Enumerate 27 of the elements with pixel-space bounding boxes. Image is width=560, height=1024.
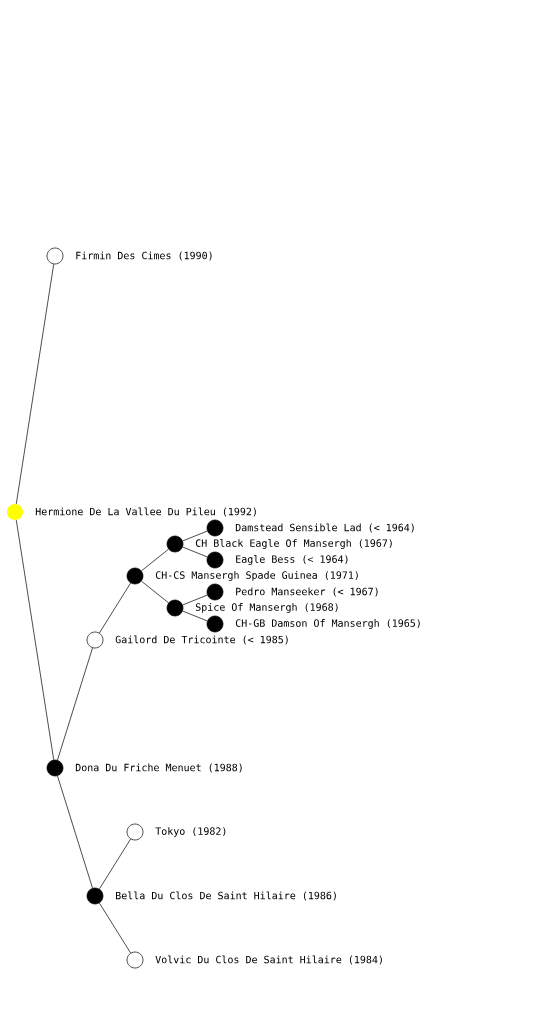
- node-label: Bella Du Clos De Saint Hilaire (1986): [116, 891, 336, 901]
- connector-line: [182, 610, 208, 622]
- node-label: Eagle Bess (< 1964): [236, 555, 348, 565]
- connector-line: [141, 580, 169, 604]
- connector-line: [141, 548, 169, 572]
- connector-line: [57, 647, 93, 761]
- node-label: Volvic Du Clos De Saint Hilaire (1984): [155, 955, 382, 965]
- connector-line: [99, 582, 131, 634]
- node-label: CH-CS Mansergh Spade Guinea (1971): [155, 571, 358, 581]
- connector-line: [182, 546, 208, 558]
- node-label: Gailord De Tricointe (< 1985): [115, 635, 288, 645]
- connector-line: [182, 530, 208, 542]
- node-label: Dona Du Friche Menuet (1988): [75, 763, 242, 773]
- node-label: Damstead Sensible Lad (< 1964): [235, 523, 414, 533]
- connector-line: [15, 519, 55, 761]
- node-label: Tokyo (1982): [155, 827, 226, 837]
- node-label: CH Black Eagle Of Mansergh (1967): [195, 539, 392, 549]
- connector-line: [15, 263, 55, 505]
- connector-line: [99, 838, 131, 890]
- connector-line: [99, 902, 131, 954]
- node-label: CH-GB Damson Of Mansergh (1965): [235, 619, 420, 629]
- node-label: Firmin Des Cimes (1990): [76, 251, 212, 261]
- node-label: Spice Of Mansergh (1968): [195, 603, 338, 613]
- node-label: Hermione De La Vallee Du Pileu (1992): [35, 507, 256, 517]
- connector-line: [182, 594, 208, 606]
- node-label: Pedro Manseeker (< 1967): [236, 587, 378, 597]
- connector-line: [57, 775, 93, 889]
